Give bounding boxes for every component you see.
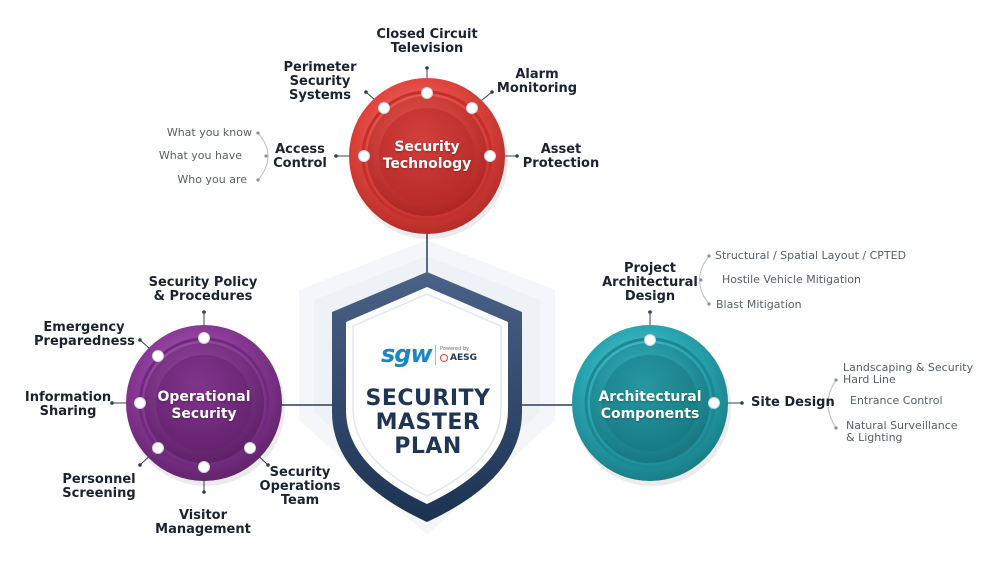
project-sub-blast: Blast Mitigation bbox=[716, 298, 802, 311]
label-line: Alarm bbox=[515, 67, 559, 82]
label-line: Perimeter bbox=[283, 60, 357, 75]
label-line: Control bbox=[273, 156, 327, 171]
operational-security-title: Operational Security bbox=[144, 389, 264, 423]
label-line: Protection bbox=[522, 156, 600, 171]
title-line: Components bbox=[600, 406, 700, 422]
access-sub-know: What you know bbox=[166, 126, 252, 139]
powered-by-text: Powered by bbox=[440, 346, 469, 352]
site-sub-surveillance: Natural Surveillance & Lighting bbox=[846, 420, 958, 444]
title-line: Architectural bbox=[598, 389, 702, 405]
spoke-information-sharing: Information Sharing bbox=[22, 391, 114, 419]
sgw-logo: sgw bbox=[381, 341, 433, 367]
spoke-site-design: Site Design bbox=[751, 396, 841, 410]
label-line: Emergency bbox=[43, 320, 125, 335]
label-line: Visitor bbox=[178, 508, 228, 523]
spoke-personnel-screening: Personnel Screening bbox=[56, 473, 142, 501]
label-line: Project bbox=[623, 261, 677, 276]
title-line: Operational bbox=[157, 389, 251, 405]
label-line: Monitoring bbox=[496, 81, 578, 96]
label-line: Sharing bbox=[39, 404, 97, 419]
label-line: Landscaping & Security bbox=[843, 361, 974, 374]
project-sub-structural: Structural / Spatial Layout / CPTED bbox=[715, 249, 907, 262]
label-line: Operations bbox=[259, 479, 341, 494]
label-line: Design bbox=[624, 289, 676, 304]
title-line: Technology bbox=[382, 156, 472, 172]
shield-title-line-2: MASTER bbox=[375, 410, 481, 435]
sub-bullets bbox=[256, 131, 838, 430]
access-sub-are: Who you are bbox=[177, 173, 247, 186]
label-line: Television bbox=[390, 41, 464, 56]
spoke-asset-protection: Asset Protection bbox=[520, 143, 602, 171]
label-line: Security Policy bbox=[148, 275, 258, 290]
shield-title-line-1: SECURITY bbox=[365, 386, 491, 411]
spoke-visitor-management: Visitor Management bbox=[150, 509, 256, 537]
label-line: Asset bbox=[540, 142, 582, 157]
label-line: Security bbox=[269, 465, 331, 480]
label-line: Architectural bbox=[602, 275, 698, 290]
label-line: Entrance Control bbox=[850, 394, 943, 407]
label-line: Management bbox=[155, 522, 251, 537]
leader-dots bbox=[110, 66, 744, 494]
access-sub-have: What you have bbox=[158, 149, 242, 162]
project-sub-hvm: Hostile Vehicle Mitigation bbox=[722, 273, 861, 286]
spoke-cctv: Closed Circuit Television bbox=[365, 28, 489, 56]
label-line: Preparedness bbox=[34, 334, 135, 349]
label-line: & Procedures bbox=[153, 289, 253, 304]
shield bbox=[332, 272, 522, 522]
label-line: Personnel bbox=[62, 472, 136, 487]
circle-node-dots bbox=[134, 87, 720, 473]
operational-security-circle bbox=[126, 325, 285, 486]
site-sub-entrance: Entrance Control bbox=[850, 395, 943, 407]
spoke-perimeter-security: Perimeter Security Systems bbox=[275, 61, 365, 103]
security-technology-circle bbox=[349, 78, 508, 239]
aesg-mark-icon bbox=[440, 354, 448, 362]
aesg-logo: AESG bbox=[440, 353, 477, 363]
label-line: Information bbox=[24, 390, 112, 405]
spoke-emergency-preparedness: Emergency Preparedness bbox=[34, 320, 135, 349]
label-line: Access bbox=[275, 142, 325, 157]
aesg-text: AESG bbox=[450, 353, 477, 363]
logo-divider bbox=[435, 345, 436, 365]
label-line: Natural Surveillance bbox=[846, 419, 958, 432]
spoke-security-operations-team: Security Operations Team bbox=[258, 466, 342, 508]
architectural-components-circle bbox=[572, 325, 731, 486]
security-technology-title: Security Technology bbox=[367, 139, 487, 173]
label-line: Systems bbox=[289, 88, 351, 103]
label-line: Team bbox=[280, 493, 320, 508]
spoke-access-control: Access Control bbox=[268, 143, 332, 171]
label-line: Hard Line bbox=[843, 373, 896, 386]
title-line: Security bbox=[394, 139, 460, 155]
shield-title-line-3: PLAN bbox=[394, 434, 462, 459]
label-line: Site Design bbox=[751, 395, 835, 410]
spoke-security-policy: Security Policy & Procedures bbox=[143, 276, 263, 304]
site-sub-landscaping: Landscaping & Security Hard Line bbox=[843, 362, 973, 386]
spoke-alarm-monitoring: Alarm Monitoring bbox=[494, 68, 580, 96]
label-line: Screening bbox=[62, 486, 136, 501]
label-line: Security bbox=[289, 74, 351, 89]
label-line: & Lighting bbox=[846, 431, 903, 444]
label-line: Closed Circuit bbox=[376, 27, 478, 42]
sgw-logo-text: sgw bbox=[381, 340, 433, 368]
spoke-project-architectural-design: Project Architectural Design bbox=[596, 262, 704, 304]
architectural-components-title: Architectural Components bbox=[585, 389, 715, 423]
title-line: Security bbox=[171, 406, 237, 422]
